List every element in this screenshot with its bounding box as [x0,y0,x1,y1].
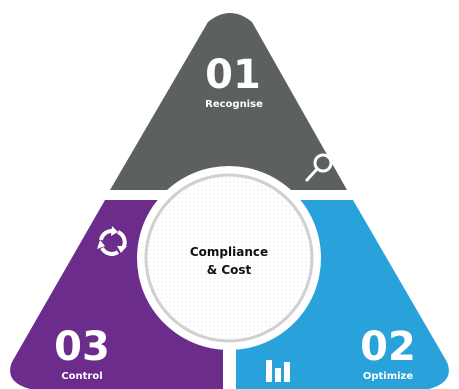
cycle-arrows-icon [97,226,127,256]
segment-number-02: 02 [360,324,416,370]
segment-label-control: Control [61,371,102,382]
segment-recognise [110,13,347,190]
bar-chart-icon [266,360,290,382]
segment-label-recognise: Recognise [205,99,263,110]
segment-number-03: 03 [54,324,110,370]
center-title-line1: Compliance [190,245,268,259]
center-circle [144,173,314,343]
center-title-line2: & Cost [207,263,252,277]
segment-number-01: 01 [205,52,261,98]
segment-label-optimize: Optimize [363,371,414,382]
magnifier-icon [305,153,333,182]
